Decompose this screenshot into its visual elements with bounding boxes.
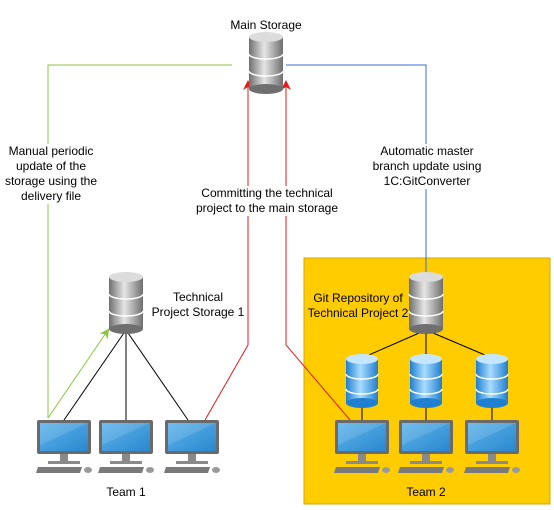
committing-label: Committing the technical project to the … xyxy=(186,186,348,216)
commit-arrow-team2 xyxy=(281,80,351,421)
git-repository-label: Git Repository of Technical Project 2 xyxy=(307,291,409,320)
computer-workstation-icon xyxy=(164,420,220,473)
computer-workstation-icon xyxy=(36,420,92,473)
tech-storage-database-icon xyxy=(108,271,144,335)
blue-database-icon xyxy=(345,353,379,409)
commit-arrow-team1 xyxy=(204,80,253,421)
blue-database-icon xyxy=(409,353,443,409)
tech-storage-label: Technical Project Storage 1 xyxy=(151,290,245,319)
team1-connectors xyxy=(63,329,189,421)
main-storage-database-icon xyxy=(248,31,284,95)
team2-connectors xyxy=(361,329,493,420)
git-repository-database-icon xyxy=(408,271,444,335)
team2-label: Team 2 xyxy=(406,485,446,499)
manual-update-arrow xyxy=(47,64,232,418)
manual-update-to-tech-storage-arrow xyxy=(47,328,110,419)
automatic-update-label: Automatic master branch update using 1C:… xyxy=(362,144,492,189)
computer-workstation-icon xyxy=(98,420,154,473)
automatic-update-arrow xyxy=(286,64,431,282)
manual-update-label: Manual periodic update of the storage us… xyxy=(0,144,102,204)
blue-database-icon xyxy=(475,353,509,409)
team1-label: Team 1 xyxy=(106,485,146,499)
main-storage-label: Main Storage xyxy=(230,18,302,32)
